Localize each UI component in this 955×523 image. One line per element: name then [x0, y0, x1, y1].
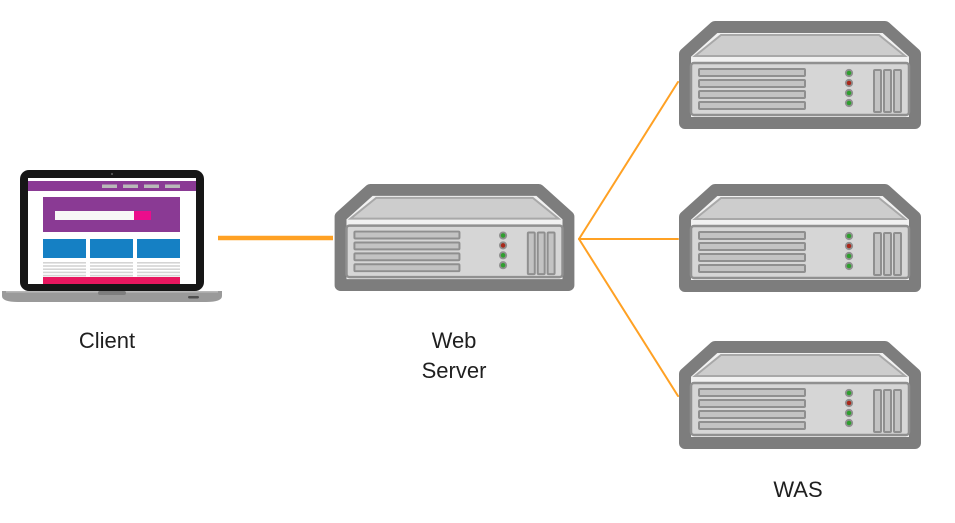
was-label: WAS [773, 477, 823, 502]
client-label: Client [78, 328, 136, 353]
was-server-icon-1 [677, 20, 923, 130]
was-server-icon-2 [677, 183, 923, 293]
laptop-icon [2, 170, 222, 302]
browser-mockup [28, 181, 196, 284]
web-server-label: Web Server [421, 328, 487, 383]
web-server-icon [332, 183, 577, 292]
connection-webserver-was1 [578, 81, 679, 240]
was-server-icon-3 [677, 340, 923, 450]
connection-webserver-was3 [578, 238, 679, 397]
